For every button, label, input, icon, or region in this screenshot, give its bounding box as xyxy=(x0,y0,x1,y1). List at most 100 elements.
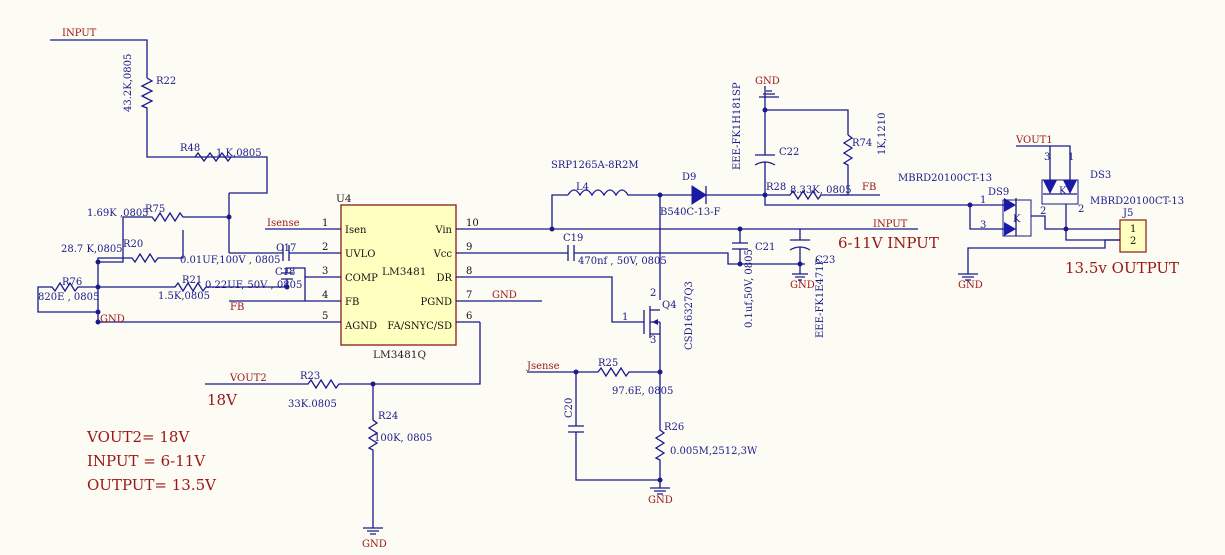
svg-text:2: 2 xyxy=(1130,236,1136,247)
svg-text:3: 3 xyxy=(322,266,328,277)
svg-text:3: 3 xyxy=(650,335,656,346)
svg-text:1: 1 xyxy=(1068,152,1074,163)
svg-text:MBRD20100CT-13: MBRD20100CT-13 xyxy=(1090,196,1184,207)
svg-text:FB: FB xyxy=(345,297,359,308)
svg-text:R21: R21 xyxy=(182,275,202,286)
net-label-gnd-j5: GND xyxy=(958,280,983,291)
resistor-r22: R22 43.2K,0805 xyxy=(123,54,268,194)
note-vout2: VOUT2= 18V xyxy=(86,428,190,446)
svg-text:2: 2 xyxy=(1078,204,1084,215)
net-label-gnd-pgnd: GND xyxy=(492,290,517,301)
net-label-gnd-c22: GND xyxy=(755,76,780,87)
svg-text:4: 4 xyxy=(322,290,328,301)
dr-trace xyxy=(490,276,636,323)
svg-text:C19: C19 xyxy=(563,233,583,244)
pgnd-net: GND xyxy=(490,290,542,302)
ic-part: LM3481 xyxy=(382,266,426,278)
svg-text:470nf , 50V, 0805: 470nf , 50V, 0805 xyxy=(578,256,667,267)
resistor-r24: R24 100K, 0805 GND xyxy=(362,384,432,550)
svg-text:3: 3 xyxy=(980,220,986,231)
resistor-r48: R48 1 K,0805 xyxy=(180,143,262,163)
svg-text:8.33K, 0805: 8.33K, 0805 xyxy=(790,185,852,196)
net-label-gnd-r24: GND xyxy=(362,539,387,550)
diode-d9: D9 B540C-13-F xyxy=(660,172,765,218)
svg-text:820E , 0805: 820E , 0805 xyxy=(38,292,99,303)
svg-text:COMP: COMP xyxy=(345,273,378,284)
svg-text:DS3: DS3 xyxy=(1090,170,1111,181)
svg-text:Isen: Isen xyxy=(345,225,367,236)
svg-text:L4: L4 xyxy=(576,182,589,193)
net-label-input-top: INPUT xyxy=(62,28,97,39)
net-label-isense: Isense xyxy=(267,218,300,229)
svg-text:0.01UF,100V , 0805: 0.01UF,100V , 0805 xyxy=(180,255,281,266)
ic-designator: U4 xyxy=(336,193,352,205)
ic-name: LM3481Q xyxy=(373,349,426,361)
svg-text:R22: R22 xyxy=(156,76,176,87)
svg-text:Q4: Q4 xyxy=(662,300,677,311)
svg-text:2: 2 xyxy=(1040,206,1046,217)
capacitor-c23: C23 GND EEE-FK1E471P xyxy=(789,229,835,338)
svg-text:C23: C23 xyxy=(815,255,835,266)
svg-text:28.7 K,0805: 28.7 K,0805 xyxy=(61,244,123,255)
svg-text:D9: D9 xyxy=(682,172,696,183)
resistor-r28: R28 8.33K, 0805 FB xyxy=(765,182,880,201)
svg-text:B540C-13-F: B540C-13-F xyxy=(660,207,721,218)
label-input-range: 6-11V INPUT xyxy=(838,234,939,252)
svg-text:3: 3 xyxy=(1044,152,1050,163)
svg-text:0.22UF, 50V , 0805: 0.22UF, 50V , 0805 xyxy=(205,280,302,291)
isense-fb-nets: Isense FB xyxy=(229,218,315,313)
connector-j5: J5 1 2 GND 13.5v OUTPUT xyxy=(958,208,1179,291)
resistor-r20: R20 28.7 K,0805 xyxy=(61,230,184,322)
svg-text:C22: C22 xyxy=(779,147,799,158)
capacitor-c20: C20 xyxy=(564,372,660,481)
resistor-r25: Jsense R25 97.6E, 0805 xyxy=(526,358,673,397)
capacitor-c18: C18 0.22UF, 50V , 0805 xyxy=(205,267,315,291)
svg-text:1K,1210: 1K,1210 xyxy=(877,113,888,155)
net-label-vout1: VOUT1 xyxy=(1015,135,1053,146)
svg-text:10: 10 xyxy=(466,218,479,229)
svg-text:1.5K,0805: 1.5K,0805 xyxy=(158,291,210,302)
svg-text:DR: DR xyxy=(436,273,452,284)
junctions xyxy=(95,107,1069,483)
svg-text:K: K xyxy=(1013,214,1021,225)
svg-text:R75: R75 xyxy=(145,204,165,215)
svg-text:43.2K,0805: 43.2K,0805 xyxy=(123,54,134,112)
net-label-input-right: INPUT xyxy=(873,219,908,230)
input-net-top: INPUT xyxy=(50,28,148,78)
net-label-gnd-r26: GND xyxy=(648,495,673,506)
svg-text:1: 1 xyxy=(1130,224,1136,235)
svg-text:R74: R74 xyxy=(852,138,872,149)
inductor-l4: L4 SRP1265A-8R2M xyxy=(551,160,660,229)
svg-text:R28: R28 xyxy=(766,182,786,193)
svg-text:0.005M,2512,3W: 0.005M,2512,3W xyxy=(670,446,758,457)
svg-text:R26: R26 xyxy=(664,422,684,433)
svg-text:5: 5 xyxy=(322,311,328,322)
resistor-r75: R75 1.69K ,0805 xyxy=(87,193,230,263)
svg-text:1.69K ,0805: 1.69K ,0805 xyxy=(87,208,149,219)
svg-text:1: 1 xyxy=(980,195,986,206)
svg-text:C17: C17 xyxy=(276,243,296,254)
note-output: OUTPUT= 13.5V xyxy=(87,476,217,494)
svg-text:Vcc: Vcc xyxy=(433,249,453,260)
svg-text:1: 1 xyxy=(622,312,628,323)
svg-text:C21: C21 xyxy=(755,242,775,253)
svg-text:33K.0805: 33K.0805 xyxy=(288,399,337,410)
svg-text:0.1uf,50V, 0805: 0.1uf,50V, 0805 xyxy=(744,249,755,328)
resistor-r74: R74 1K,1210 xyxy=(840,113,888,196)
design-notes: VOUT2= 18V INPUT = 6-11V OUTPUT= 13.5V xyxy=(86,428,217,494)
label-output: 13.5v OUTPUT xyxy=(1065,259,1179,277)
vin-rail: INPUT 6-11V INPUT xyxy=(490,219,939,252)
net-label-gnd-left: GND xyxy=(100,314,125,325)
svg-text:SRP1265A-8R2M: SRP1265A-8R2M xyxy=(551,160,639,171)
capacitor-c21: C21 0.1uf,50V, 0805 xyxy=(732,229,805,328)
svg-text:R24: R24 xyxy=(378,411,398,422)
svg-text:AGND: AGND xyxy=(344,321,377,332)
resistor-r23: VOUT2 R23 33K.0805 18V xyxy=(205,322,481,410)
svg-text:J5: J5 xyxy=(1122,208,1133,219)
svg-text:R25: R25 xyxy=(598,358,618,369)
svg-text:9: 9 xyxy=(466,242,472,253)
label-18v: 18V xyxy=(207,391,238,409)
svg-text:R48: R48 xyxy=(180,143,200,154)
resistor-r26: R26 0.005M,2512,3W GND xyxy=(648,372,758,506)
